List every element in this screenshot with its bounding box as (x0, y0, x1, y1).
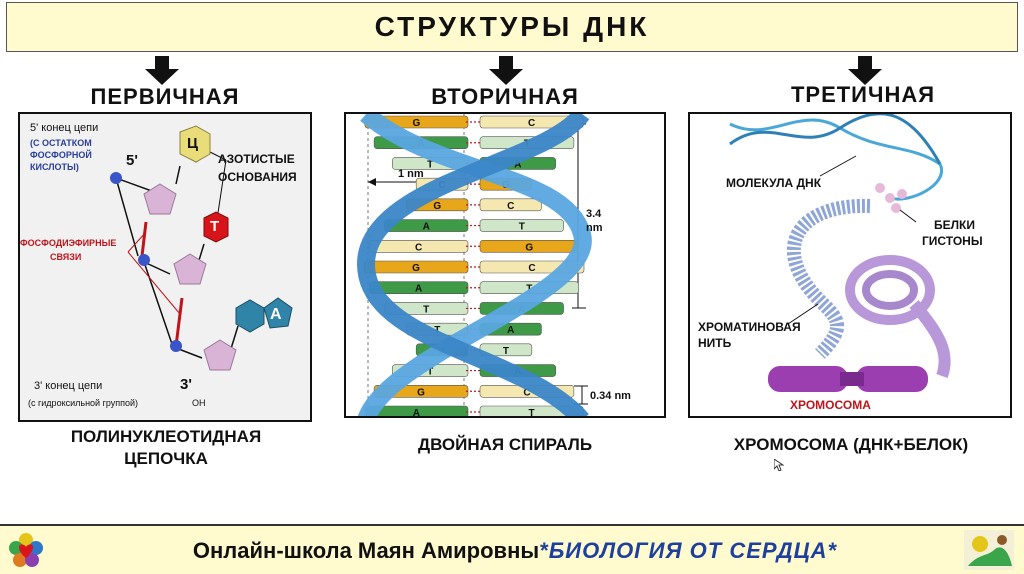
arrow-down-icon (489, 56, 523, 85)
tertiary-caption: ХРОМОСОМА (ДНК+БЕЛОК) (733, 435, 969, 454)
base-letter: A (507, 325, 514, 336)
heart-flower-logo-icon (9, 533, 43, 567)
three-prime-end-label: 3' конец цепи (34, 380, 103, 392)
primary-caption-line-1: ПОЛИНУКЛЕОТИДНАЯ (70, 427, 262, 446)
school-name: Онлайн-школа Маян Амировны (192, 538, 540, 563)
base-letter: A (423, 222, 430, 233)
base-letter: C (523, 387, 530, 398)
nature-logo-icon (964, 530, 1014, 570)
base-letter: T (529, 408, 535, 418)
chromatin-label-1: ХРОМАТИНОВАЯ (698, 320, 801, 334)
page-title: СТРУКТУРЫ ДНК (374, 11, 650, 42)
chromosome-label: ХРОМОСОМА (790, 398, 871, 412)
footer-text: Онлайн-школа Маян Амировны*БИОЛОГИЯ ОТ С… (70, 538, 960, 564)
secondary-structure-title: ВТОРИЧНАЯ (431, 84, 579, 109)
tertiary-structure-panel: МОЛЕКУЛА ДНК БЕЛКИ ГИСТОНЫ ХРОМАТИНОВАЯ … (688, 112, 1012, 418)
arrow-down-icon (848, 56, 882, 85)
polynucleotide-diagram (110, 125, 293, 371)
phosphodiester-bonds-label-1: ФОСФОДИЭФИРНЫЕ (20, 238, 117, 248)
histone-proteins-label-1: БЕЛКИ (934, 218, 975, 232)
base-letter: G (417, 387, 425, 398)
base-letter: G (412, 263, 420, 274)
chromosome-packing-diagram (729, 114, 951, 392)
phosphodiester-bonds-label-2: СВЯЗИ (50, 252, 82, 262)
footer-banner: Онлайн-школа Маян Амировны*БИОЛОГИЯ ОТ С… (0, 524, 1024, 574)
base-letter: A (413, 408, 420, 418)
dna-molecule-label: МОЛЕКУЛА ДНК (726, 176, 822, 190)
base-letter: C (528, 118, 535, 129)
primary-structure-title: ПЕРВИЧНАЯ (90, 84, 240, 109)
primary-caption: ПОЛИНУКЛЕОТИДНАЯ ЦЕПОЧКА (30, 426, 302, 470)
base-letter: C (507, 201, 514, 212)
chromatin-label-2: НИТЬ (698, 336, 732, 350)
title-banner: СТРУКТУРЫ ДНК (6, 2, 1018, 52)
five-prime-note-3: КИСЛОТЫ) (30, 162, 79, 172)
width-1nm-label: 1 nm (398, 168, 424, 180)
base-letter: G (413, 118, 421, 129)
base-letter: C (415, 242, 422, 253)
nitrogenous-bases-label-1: АЗОТИСТЫЕ (218, 152, 295, 166)
primary-structure-panel: Ц Т А 5' конец цепи (С ОСТАТКОМ ФОСФОРНО… (18, 112, 312, 422)
histone-proteins-label-2: ГИСТОНЫ (922, 234, 983, 248)
base-letter: G (433, 201, 441, 212)
base-letter: T (423, 304, 429, 315)
five-prime-mark: 5' (126, 152, 138, 169)
pitch-value-label: 3.4 (586, 208, 602, 220)
base-letter: A (514, 159, 521, 170)
five-prime-note-1: (С ОСТАТКОМ (30, 138, 92, 148)
rise-label: 0.34 nm (590, 390, 631, 402)
five-prime-end-label: 5' конец цепи (30, 122, 99, 134)
mouse-cursor-icon (774, 459, 784, 471)
brand-name: *БИОЛОГИЯ ОТ СЕРДЦА* (539, 538, 838, 563)
primary-caption-line-2: ЦЕПОЧКА (124, 449, 208, 468)
base-c-label: Ц (187, 135, 198, 152)
three-prime-note: (с гидроксильной группой) (28, 398, 139, 408)
nitrogenous-bases-label-2: ОСНОВАНИЯ (218, 170, 297, 184)
base-t-label: Т (210, 218, 220, 235)
pitch-unit-label: nm (586, 222, 603, 234)
arrow-down-icon (145, 56, 179, 85)
base-letter: A (415, 284, 422, 295)
base-letter: T (427, 367, 433, 378)
base-letter: T (503, 346, 509, 357)
base-letter: T (427, 159, 433, 170)
base-letter: T (519, 222, 525, 233)
base-a-label: А (270, 306, 282, 323)
base-letter: C (528, 263, 535, 274)
base-letter: G (525, 242, 533, 253)
secondary-caption: ДВОЙНАЯ СПИРАЛЬ (417, 435, 593, 454)
tertiary-structure-title: ТРЕТИЧНАЯ (790, 82, 936, 107)
three-prime-mark: 3' (180, 376, 192, 393)
oh-group-label: OH (192, 398, 206, 408)
five-prime-note-2: ФОСФОРНОЙ (30, 150, 92, 160)
